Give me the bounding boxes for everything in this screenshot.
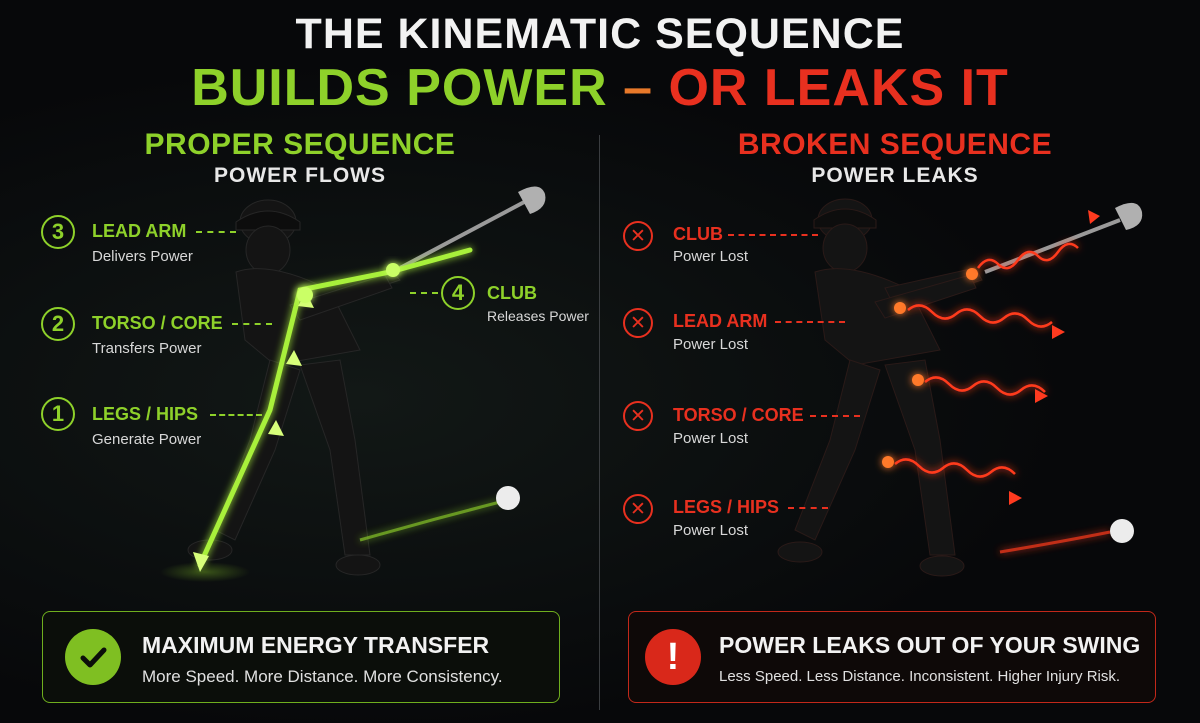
step-3-number: 3 — [41, 215, 75, 249]
summary-box-proper: MAXIMUM ENERGY TRANSFER More Speed. More… — [42, 611, 560, 703]
x-icon: ✕ — [623, 308, 653, 338]
step-club-label: CLUB — [487, 283, 537, 303]
broken-torso-core-label: TORSO / CORE — [673, 405, 804, 425]
step-legs-hips-label: LEGS / HIPS — [92, 404, 199, 424]
broken-club-desc: Power Lost — [673, 248, 749, 265]
x-icon: ✕ — [623, 494, 653, 524]
main-subtitle: BUILDS POWER – OR LEAKS IT — [0, 58, 1200, 118]
step-lead-arm-label: LEAD ARM — [92, 221, 187, 241]
connector-line — [196, 231, 236, 233]
connector-line — [210, 414, 262, 416]
title-builds-power: BUILDS POWER — [191, 59, 608, 117]
summary-box-broken: ! POWER LEAKS OUT OF YOUR SWING Less Spe… — [628, 611, 1156, 703]
broken-lead-arm-desc: Power Lost — [673, 336, 749, 353]
connector-line — [788, 507, 828, 509]
broken-club-label: CLUB — [673, 224, 723, 244]
broken-legs-hips-label: LEGS / HIPS — [673, 497, 780, 517]
summary-proper-title: MAXIMUM ENERGY TRANSFER — [142, 632, 490, 658]
connector-line — [232, 323, 272, 325]
step-lead-arm-desc: Delivers Power — [92, 248, 193, 265]
golfer-broken-illustration — [777, 198, 1143, 577]
step-legs-hips-desc: Generate Power — [92, 431, 202, 448]
step-torso-core-desc: Transfers Power — [92, 340, 202, 357]
step-1-number: 1 — [41, 397, 75, 431]
power-flows-subheading: POWER FLOWS — [214, 164, 386, 187]
summary-proper-text: More Speed. More Distance. More Consiste… — [142, 667, 503, 686]
broken-legs-hips-desc: Power Lost — [673, 522, 749, 539]
proper-sequence-heading: PROPER SEQUENCE — [144, 128, 456, 161]
step-2-number: 2 — [41, 307, 75, 341]
golfer-proper-illustration — [160, 186, 546, 582]
step-club-desc: Releases Power — [487, 308, 589, 324]
connector-line — [775, 321, 845, 323]
summary-broken-text: Less Speed. Less Distance. Inconsistent.… — [719, 668, 1121, 685]
title-leaks-it: OR LEAKS IT — [668, 59, 1009, 117]
connector-line — [728, 234, 818, 236]
broken-lead-arm-label: LEAD ARM — [673, 311, 768, 331]
check-icon — [65, 629, 121, 685]
broken-sequence-heading: BROKEN SEQUENCE — [737, 128, 1053, 161]
x-icon: ✕ — [623, 221, 653, 251]
exclamation-icon: ! — [645, 629, 701, 685]
x-icon: ✕ — [623, 401, 653, 431]
panel-divider — [599, 135, 600, 710]
power-leaks-subheading: POWER LEAKS — [811, 164, 979, 187]
title-dash: – — [623, 59, 654, 117]
step-4-number: 4 — [441, 276, 475, 310]
main-title: THE KINEMATIC SEQUENCE — [295, 10, 905, 58]
summary-broken-title: POWER LEAKS OUT OF YOUR SWING — [719, 632, 1141, 658]
connector-line — [810, 415, 860, 417]
connector-line — [410, 292, 438, 294]
step-torso-core-label: TORSO / CORE — [92, 313, 223, 333]
broken-torso-core-desc: Power Lost — [673, 430, 749, 447]
